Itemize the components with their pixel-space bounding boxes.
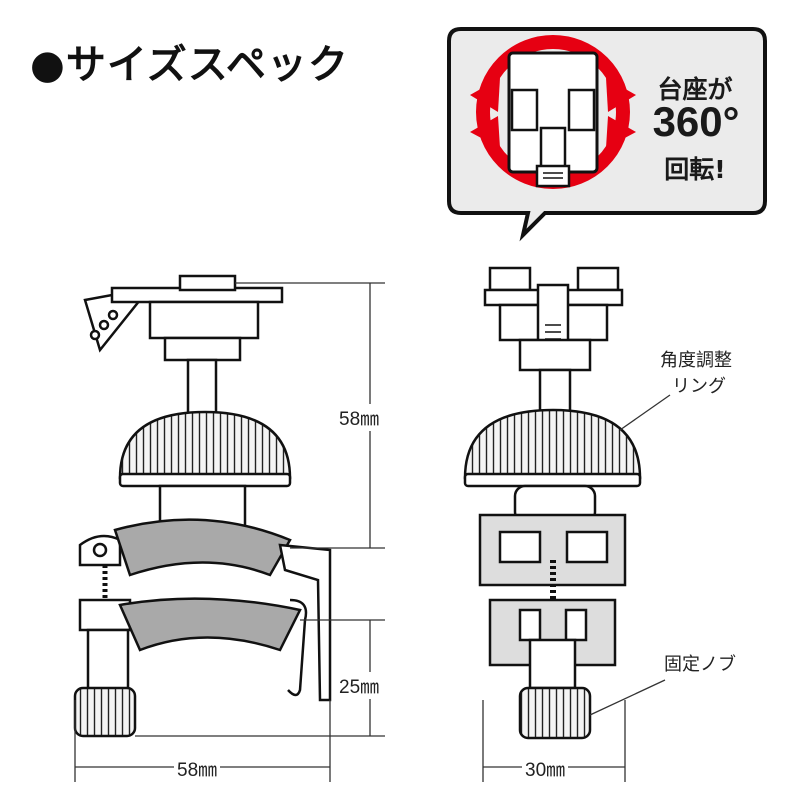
front-width-label: 30㎜ [522,755,569,782]
callout-line-base: 台座が [657,75,733,104]
rotation-callout-bubble [447,27,767,242]
mount-base-icon [507,51,599,188]
side-width-label: 58㎜ [174,755,221,782]
ring-label-line1: 角度調整 [660,350,732,371]
side-clamp-height-label: 25㎜ [336,672,383,699]
callout-line-360: 360° [652,98,740,145]
front-view-holder [463,266,642,740]
side-view-holder [73,274,332,738]
callout-line-rotate: 回転! [664,155,726,184]
page-title: ●サイズスペック [30,42,349,88]
side-height-label: 58㎜ [336,404,383,431]
knob-label: 固定ノブ [664,654,736,675]
ring-label-line2: リング [672,376,726,397]
